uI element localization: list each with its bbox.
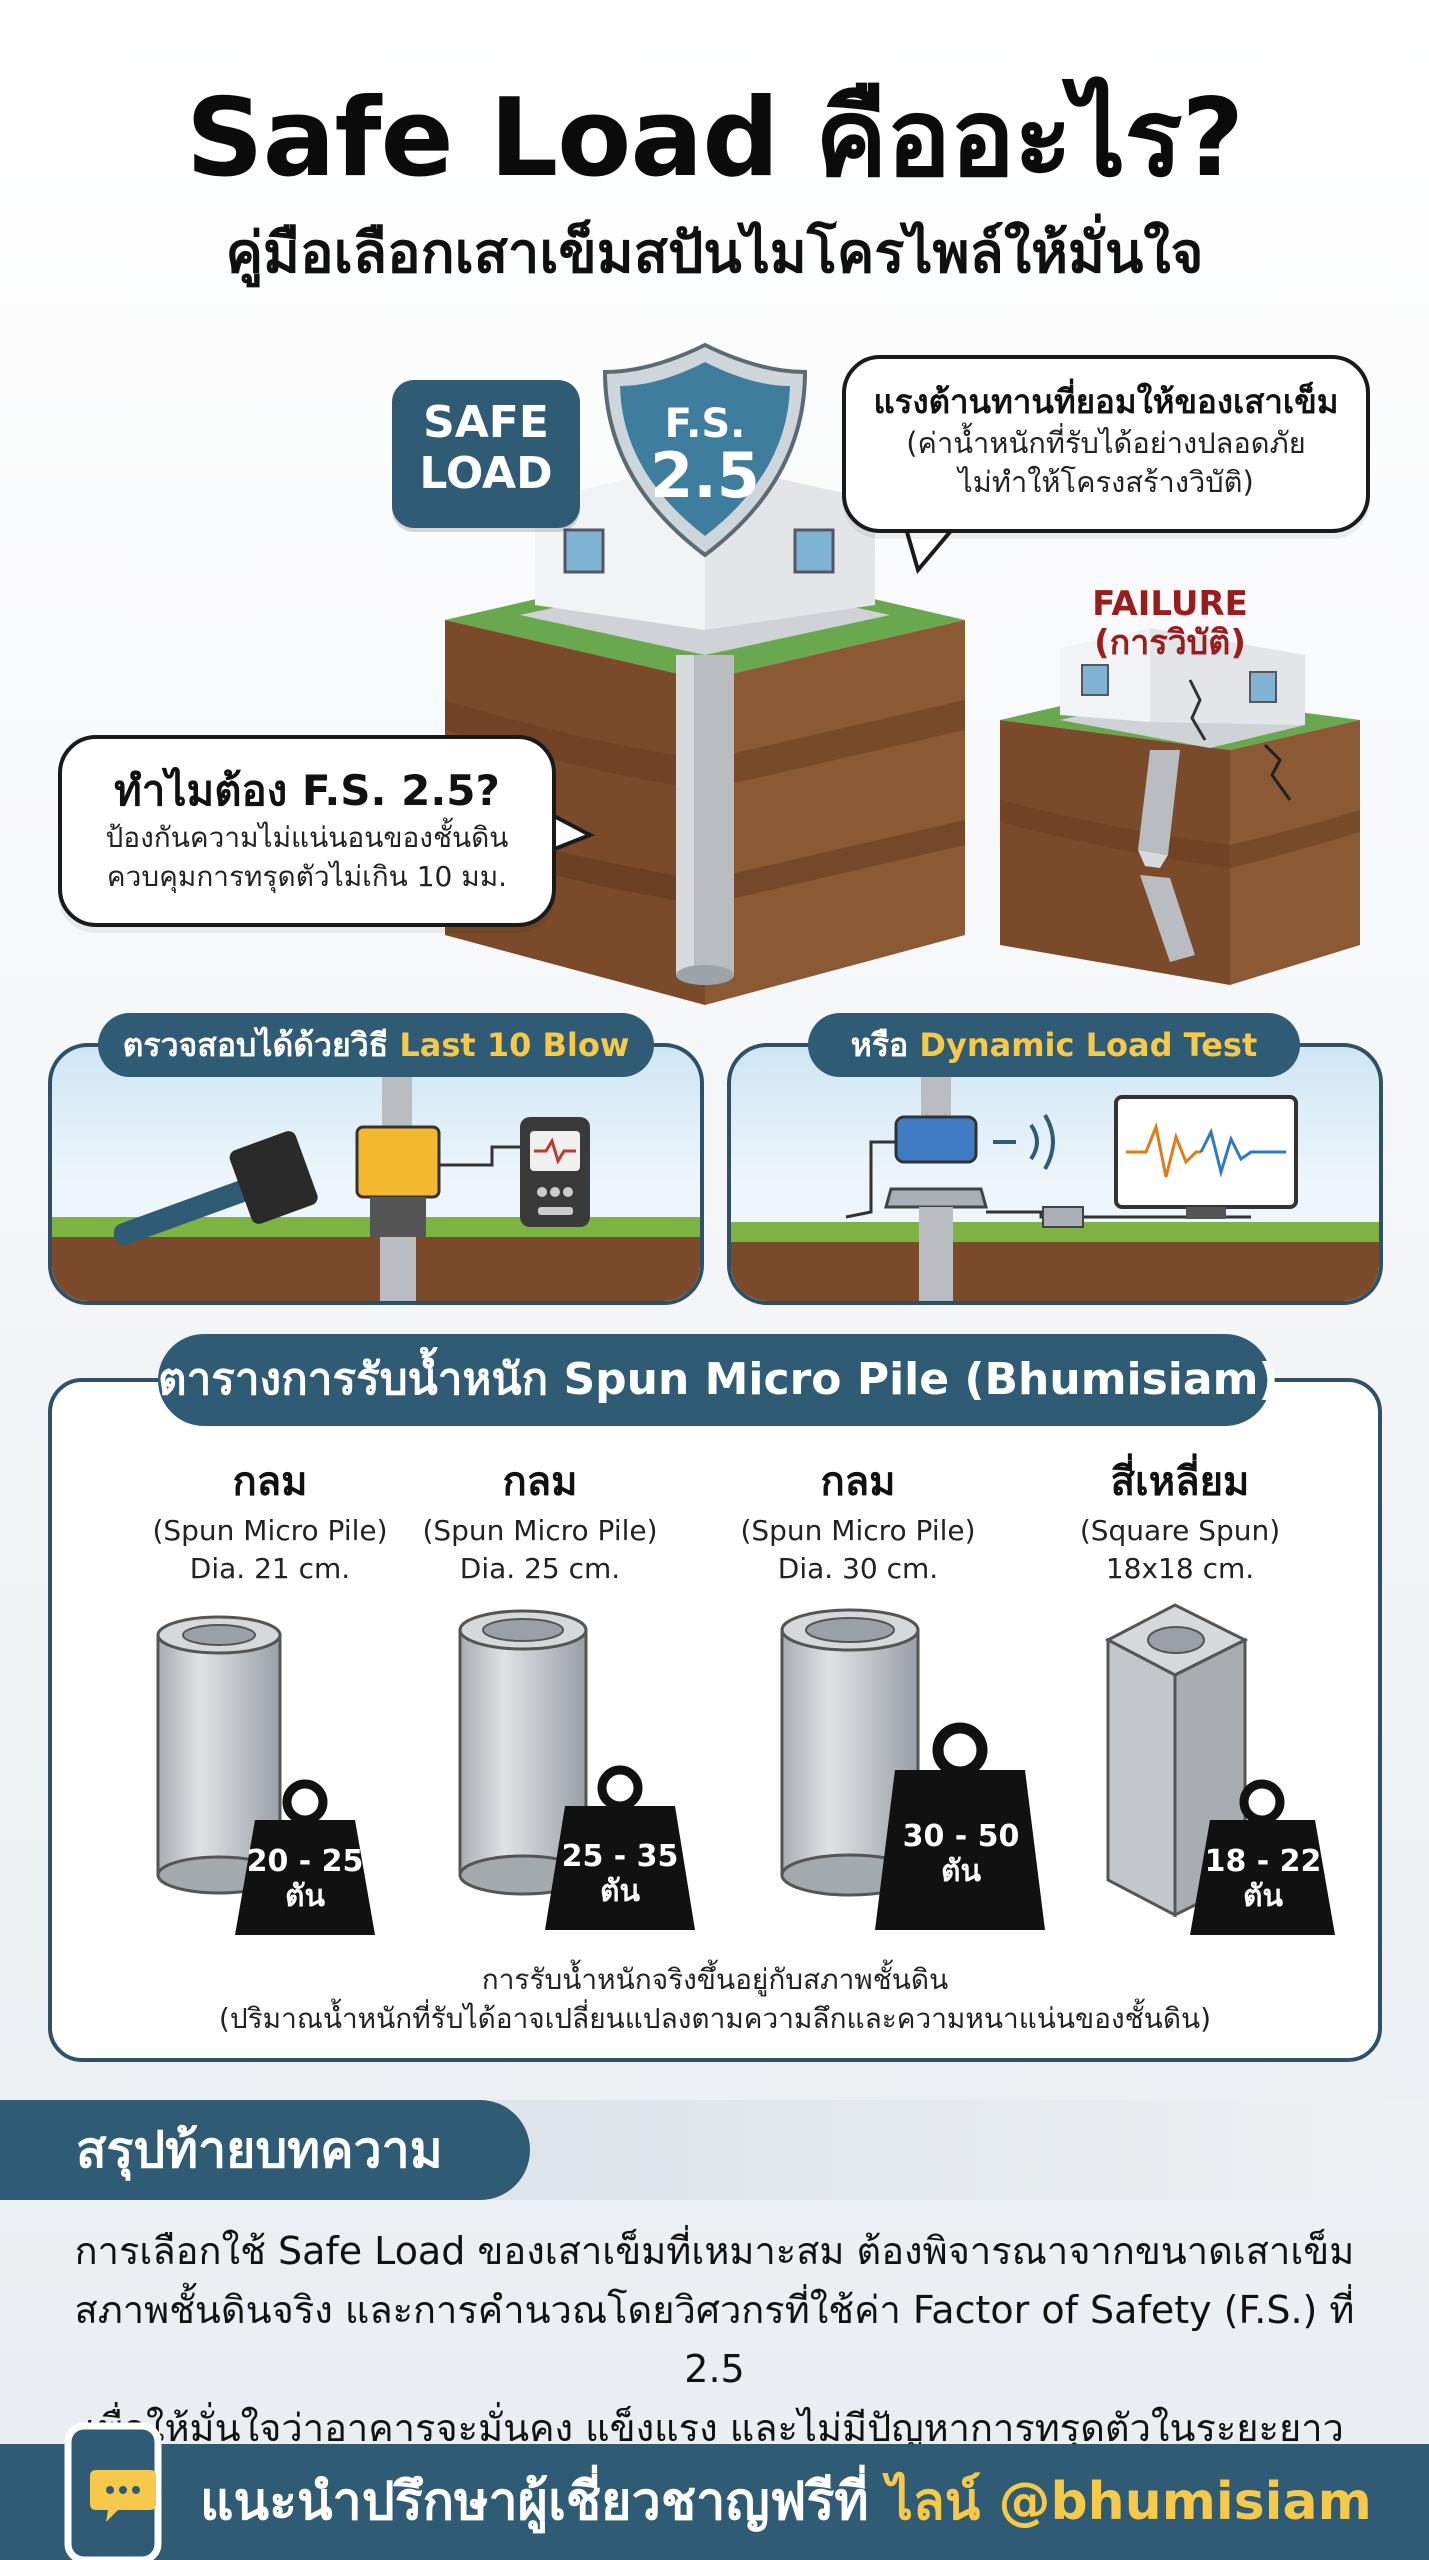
load-range: 25 - 35 (561, 1839, 679, 1874)
signal-waves-icon (993, 1113, 1055, 1171)
load-range: 30 - 50 (902, 1819, 1020, 1854)
pile-column: กลม (Spun Micro Pile) Dia. 25 cm. (390, 1458, 690, 1588)
last-10-blow-label: ตรวจสอบได้ด้วยวิธี Last 10 Blow (98, 1013, 654, 1077)
soil-block-main (445, 560, 965, 1005)
footer-cta[interactable]: แนะนำปรึกษาผู้เชี่ยวชาญฟรีที่ ไลน์ @bhum… (200, 2462, 1400, 2542)
pile-column: กลม (Spun Micro Pile) Dia. 21 cm. (120, 1458, 420, 1588)
house-failure (1060, 628, 1305, 801)
pile-type: กลม (502, 1459, 578, 1505)
pile-dimension: Dia. 30 cm. (777, 1551, 939, 1585)
pile-type: สี่เหลี่ยม (1110, 1459, 1250, 1505)
table-note: การรับน้ำหนักจริงขึ้นอยู่กับสภาพชั้นดิน … (70, 1960, 1360, 2038)
pile-column: สี่เหลี่ยม (Square Spun) 18x18 cm. (1030, 1458, 1330, 1588)
dynamic-load-test-panel (727, 1043, 1383, 1305)
why-title: ทำไมต้อง F.S. 2.5? (114, 766, 500, 815)
page-title: Safe Load คืออะไร? (185, 76, 1244, 201)
line-contact-link[interactable]: ไลน์ @bhumisiam (886, 2472, 1372, 2532)
summary-line3: เพื่อให้มั่นใจว่าอาคารจะมั่นคง แข็งแรง แ… (85, 2405, 1344, 2450)
why-fs-bubble: ทำไมต้อง F.S. 2.5? ป้องกันความไม่แน่นอนข… (58, 735, 556, 927)
badge-line2: LOAD (419, 447, 553, 499)
definition-bubble: แรงต้านทานที่ยอมให้ของเสาเข็ม (ค่าน้ำหนั… (842, 355, 1370, 533)
pile-illustrations (156, 1603, 1335, 1935)
recorder-icon (520, 1117, 590, 1227)
summary-text: การเลือกใช้ Safe Load ของเสาเข็มที่เหมาะ… (40, 2222, 1389, 2458)
why-line2: ควบคุมการทรุดตัวไม่เกิน 10 มม. (106, 859, 508, 893)
pile-name: (Spun Micro Pile) (152, 1514, 388, 1547)
load-range: 20 - 25 (246, 1844, 364, 1879)
why-line1: ป้องกันความไม่แน่นอนของชั้นดิน (105, 820, 509, 854)
pile-main (676, 655, 734, 985)
weight-icon (235, 1779, 375, 1935)
badge-line1: SAFE (423, 397, 549, 448)
shield-icon: F.S. 2.5 (602, 342, 808, 558)
load-range: 18 - 22 (1204, 1844, 1322, 1879)
failure-label: FAILURE (การวิบัติ) (1040, 584, 1300, 664)
phone-chat-icon (64, 2422, 162, 2560)
summary-line1: การเลือกใช้ Safe Load ของเสาเข็มที่เหมาะ… (74, 2229, 1355, 2273)
load-value: 30 - 50 ตัน (880, 1819, 1042, 1889)
pile-name: (Spun Micro Pile) (740, 1514, 976, 1547)
dynamic-load-test-illustration (731, 1047, 1379, 1301)
pile-name: (Spun Micro Pile) (422, 1514, 658, 1547)
monitor-icon (1114, 1095, 1298, 1219)
pile-failure (1138, 750, 1195, 962)
weight-icon (1190, 1779, 1335, 1935)
table-note-line2: (ปริมาณน้ำหนักที่รับได้อาจเปลี่ยนแปลงตาม… (218, 2002, 1212, 2036)
pile-column: กลม (Spun Micro Pile) Dia. 30 cm. (708, 1458, 1008, 1588)
pile-dimension: Dia. 21 cm. (189, 1551, 351, 1585)
load-value: 18 - 22 ตัน (1192, 1844, 1334, 1914)
failure-line1: FAILURE (1092, 584, 1248, 624)
footer-prefix: แนะนำปรึกษาผู้เชี่ยวชาญฟรีที่ (200, 2472, 869, 2532)
page-subtitle: คู่มือเลือกเสาเข็มสปันไมโครไพล์ให้มั่นใจ (225, 221, 1204, 286)
footer-bar (0, 2444, 1429, 2560)
pile-name: (Square Spun) (1079, 1514, 1281, 1547)
definition-line3: ไม่ทำให้โครงสร้างวิบัติ) (958, 465, 1254, 500)
load-unit: ตัน (600, 1873, 640, 1909)
dynamic-highlight: Dynamic Load Test (919, 1026, 1258, 1064)
shield-line1: F.S. (665, 401, 746, 447)
summary-heading: สรุปท้ายบทความ (0, 2100, 530, 2200)
definition-line1: แรงต้านทานที่ยอมให้ของเสาเข็ม (873, 382, 1339, 421)
load-unit: ตัน (941, 1853, 981, 1889)
load-value: 20 - 25 ตัน (237, 1844, 373, 1914)
last-10-blow-panel (48, 1043, 704, 1305)
load-table-title: ตารางการรับน้ำหนัก Spun Micro Pile (Bhum… (158, 1334, 1279, 1426)
weight-icon (875, 1722, 1045, 1930)
pile-type: กลม (820, 1459, 896, 1505)
last-10-blow-illustration (52, 1047, 700, 1301)
blow-highlight: Last 10 Blow (399, 1026, 630, 1064)
load-unit: ตัน (285, 1878, 325, 1914)
pile-dimension: 18x18 cm. (1105, 1551, 1255, 1585)
load-unit: ตัน (1243, 1878, 1283, 1914)
safe-load-badge: SAFE LOAD (392, 380, 580, 528)
shield-line2: 2.5 (650, 439, 760, 512)
pile-type: กลม (232, 1459, 308, 1505)
blow-prefix: ตรวจสอบได้ด้วยวิธี (122, 1026, 389, 1064)
dynamic-load-test-label: หรือ Dynamic Load Test (808, 1013, 1300, 1077)
definition-line2: (ค่าน้ำหนักที่รับได้อย่างปลอดภัย (906, 425, 1306, 460)
hammer-icon (113, 1131, 318, 1246)
round-pile-icon (458, 1609, 588, 1896)
failure-line2: (การวิบัติ) (1094, 623, 1246, 664)
load-value: 25 - 35 ตัน (547, 1839, 693, 1909)
dynamic-prefix: หรือ (850, 1026, 909, 1064)
summary-line2: สภาพชั้นดินจริง และการคำนวณโดยวิศวกรที่ใ… (74, 2287, 1355, 2391)
weight-icon (545, 1765, 695, 1930)
pile-dimension: Dia. 25 cm. (459, 1551, 621, 1585)
table-note-line1: การรับน้ำหนักจริงขึ้นอยู่กับสภาพชั้นดิน (481, 1963, 949, 1996)
